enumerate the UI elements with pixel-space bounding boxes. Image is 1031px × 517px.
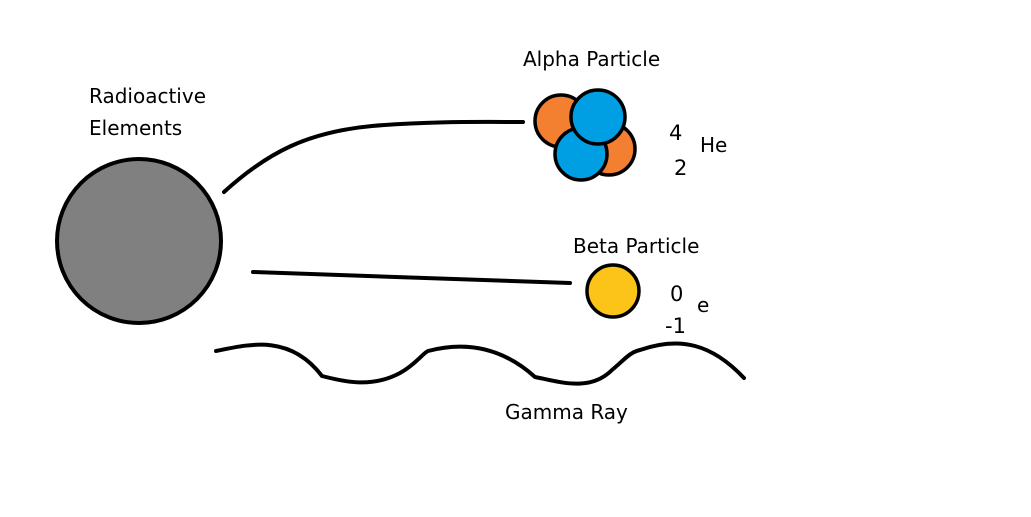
gamma-label: Gamma Ray xyxy=(505,400,628,424)
source-label-line1: Radioactive xyxy=(89,84,206,108)
beta-atomic-number: -1 xyxy=(665,314,686,338)
alpha-particle xyxy=(533,88,637,182)
alpha-symbol: He xyxy=(700,133,727,157)
alpha-label: Alpha Particle xyxy=(523,47,660,71)
alpha-neutron-top xyxy=(569,88,627,146)
beta-mass-number: 0 xyxy=(670,282,683,306)
alpha-mass-number: 4 xyxy=(669,121,682,145)
source-label-line2: Elements xyxy=(89,116,182,140)
beta-particle xyxy=(585,263,641,319)
alpha-atomic-number: 2 xyxy=(674,156,687,180)
gamma-wave xyxy=(214,341,746,386)
beta-label: Beta Particle xyxy=(573,234,699,258)
radioactive-element-circle xyxy=(55,157,223,325)
beta-path xyxy=(251,270,572,285)
alpha-path xyxy=(222,119,525,194)
beta-symbol: e xyxy=(697,293,709,317)
